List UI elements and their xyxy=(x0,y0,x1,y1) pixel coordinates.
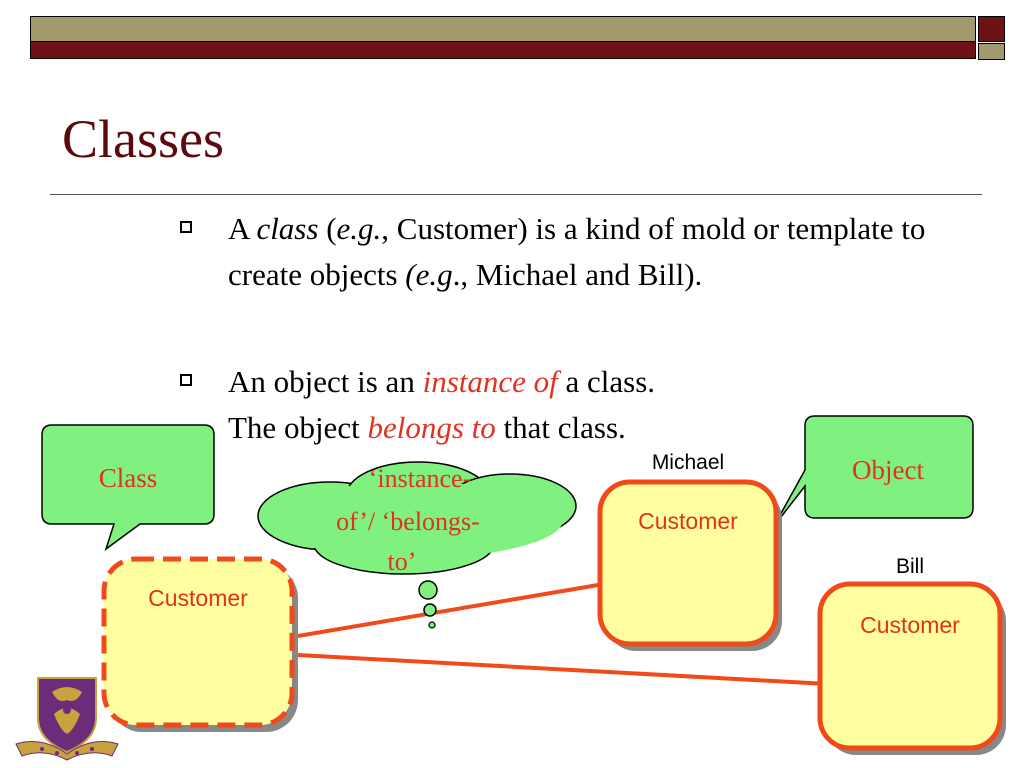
bullet-2-text-d: that class. xyxy=(495,410,626,445)
object-michael-name: Michael xyxy=(652,451,724,474)
class-callout: Class xyxy=(41,424,215,551)
thought-bubble-large xyxy=(418,580,438,600)
object-callout: Object xyxy=(773,415,974,527)
class-customer-box: Customer xyxy=(101,556,298,732)
thought-text-line-1: ‘instance- xyxy=(369,464,472,493)
connector-line-michael xyxy=(297,582,605,638)
object-bill-label: Customer xyxy=(860,612,960,638)
object-callout-label: Object xyxy=(852,455,924,485)
bullet-1-eg-2: (e.g xyxy=(405,257,453,292)
thought-bubble-small xyxy=(428,621,436,629)
bullet-1-text-b: ( xyxy=(318,211,337,246)
square-bullet-icon xyxy=(180,221,192,233)
object-bill-name: Bill xyxy=(896,555,924,578)
university-crest-logo xyxy=(15,677,119,761)
bullet-1-text-a: A xyxy=(228,211,257,246)
bullet-2-text-c: The object xyxy=(228,410,368,445)
bullet-2-text-b: a class. xyxy=(557,364,656,399)
thought-text-line-3: to’ xyxy=(388,547,417,576)
square-bullet-icon xyxy=(180,374,192,386)
title-divider xyxy=(50,194,982,195)
object-bill: Bill Customer xyxy=(817,555,1006,755)
bullet-2-text-a: An object is an xyxy=(228,364,423,399)
slide-title: Classes xyxy=(62,109,224,169)
bullet-1-class-term: class xyxy=(256,211,319,246)
header-maroon-band xyxy=(30,42,976,59)
bullet-1-text-d: ., Michael and Bill). xyxy=(452,257,703,292)
class-box-label: Customer xyxy=(148,585,248,611)
header-decoration-bar xyxy=(30,16,1006,60)
class-callout-label: Class xyxy=(99,463,158,493)
bullet-1-eg-1: e.g. xyxy=(336,211,382,246)
header-maroon-square xyxy=(978,16,1005,42)
bullet-class-definition: A class (e.g., Customer) is a kind of mo… xyxy=(180,206,958,298)
header-olive-band xyxy=(30,16,976,42)
object-michael-label: Customer xyxy=(638,508,738,534)
thought-cloud: ‘instance- of’/ ‘belongs- to’ xyxy=(257,461,577,629)
bullet-object-instance: An object is an instance of a class. The… xyxy=(180,359,958,451)
header-olive-square xyxy=(978,43,1005,60)
object-michael: Michael Customer xyxy=(597,451,782,651)
connector-line-bill xyxy=(297,653,829,686)
thought-text-line-2: of’/ ‘belongs- xyxy=(336,507,480,536)
thought-bubble-medium xyxy=(423,603,437,617)
belongs-to-term: belongs to xyxy=(367,410,496,445)
bullet-1-text-c: , Customer) is a kind of mold or templat… xyxy=(228,211,926,292)
instance-of-term: instance of xyxy=(422,364,558,399)
